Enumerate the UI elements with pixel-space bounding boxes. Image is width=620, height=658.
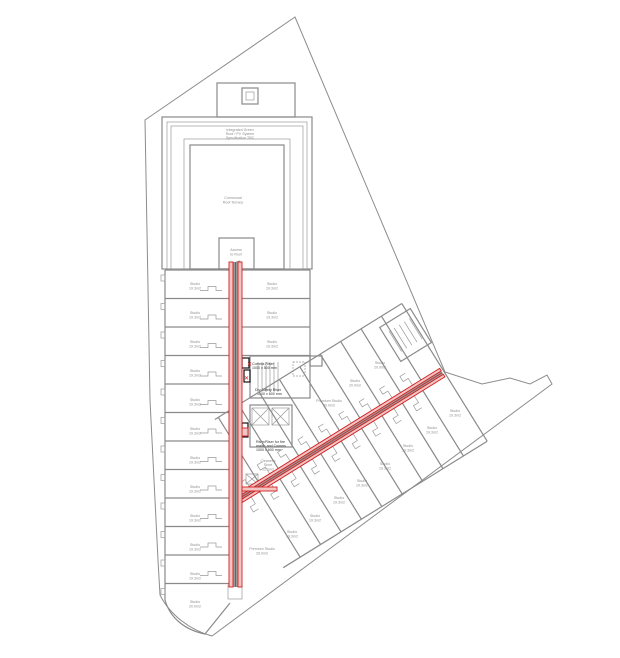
room-label-wing-area: 19.3m2 [402, 449, 414, 453]
room-label-wing-area: 20.0m2 [349, 384, 361, 388]
room-label-left-area: 19.3m2 [189, 374, 201, 378]
room-label-left-area: 19.3m2 [189, 490, 201, 494]
green-roof-label-2: Roof / PV System [226, 132, 254, 136]
room-label-left: Studio [190, 427, 200, 431]
room-label-left: Studio [190, 485, 200, 489]
room-label-right: Studio [267, 340, 277, 344]
room-label-wing: Studio [403, 444, 413, 448]
room-label-wing: Studio [357, 479, 367, 483]
riser-2-size: 1500 x 600 mm [257, 392, 282, 396]
room-label-wing: Studio [427, 426, 437, 430]
room-label-wing: Studio [375, 361, 385, 365]
room-label-wing-area: 19.3m2 [379, 467, 391, 471]
room-label-left: Studio [190, 340, 200, 344]
room-label-wing-area: 19.3m2 [449, 414, 461, 418]
room-label-right-area: 19.3m2 [266, 287, 278, 291]
room-label-right: Studio [267, 311, 277, 315]
riser-3-size: 1000 x 600 mm [256, 448, 281, 452]
room-label-right-area: 19.3m2 [266, 316, 278, 320]
svg-text:✕: ✕ [244, 376, 249, 382]
left-block [160, 269, 311, 635]
green-roof-label-3: Specification TBC [226, 136, 255, 140]
riser-3-label: Riser/Riser for fire [256, 440, 285, 444]
room-label-left: Studio [190, 572, 200, 576]
riser-3-label-2: mains and Comms [256, 444, 286, 448]
room-label-wing: Studio [350, 379, 360, 383]
main-corridor [228, 261, 278, 588]
lift-shafts [249, 404, 293, 448]
room-label-right: Studio [267, 282, 277, 286]
riser-2-label: Dry Safety Riser [255, 388, 282, 392]
room-label-left-area: 19.3m2 [189, 316, 201, 320]
room-label-wing-area: 30.0m2 [323, 404, 335, 408]
room-label-left: Studio [190, 456, 200, 460]
room-label-left-area: 19.3m2 [189, 548, 201, 552]
room-label-left: Studio [190, 600, 200, 604]
room-label-left-area: 19.3m2 [189, 345, 201, 349]
room-label-wing-area: 19.3m2 [426, 431, 438, 435]
site-boundary [144, 16, 553, 637]
room-label-wing: Studio [334, 496, 344, 500]
room-label-wing-area: 20.0m2 [374, 366, 386, 370]
room-label-wing: Premium Studio [249, 547, 275, 551]
branch-riser-run [241, 486, 278, 492]
access-label: Access [230, 248, 242, 252]
room-label-wing-area: 28.0m2 [256, 552, 268, 556]
wing-stair [378, 307, 433, 363]
room-label-left: Studio [190, 282, 200, 286]
room-label-wing: Studio [450, 409, 460, 413]
room-label-left-area: 19.3m2 [189, 432, 201, 436]
cleaners-store-label: Cleaner's [260, 459, 275, 463]
riser-1-size: 1000 x 500 mm [252, 366, 277, 370]
room-label-left: Studio [190, 369, 200, 373]
room-label-wing-area: 19.3m2 [286, 535, 298, 539]
room-label-left-area: 19.3m2 [189, 461, 201, 465]
diagonal-wing [214, 303, 488, 569]
room-label-left-area: 19.3m2 [189, 287, 201, 291]
room-label-left: Studio [190, 311, 200, 315]
cleaners-store-label-2: Store [264, 463, 273, 467]
room-label-left-area: 19.3m2 [189, 577, 201, 581]
terrace-label: Communal [224, 196, 242, 200]
room-label-wing-area: 19.3m2 [356, 484, 368, 488]
access-label-2: to Roof [230, 253, 242, 257]
green-roof-label: Integrated Green [226, 128, 253, 132]
room-label-left: Studio [190, 543, 200, 547]
terrace-label-2: Roof Terrace [223, 201, 244, 205]
room-label-wing: Studio [287, 530, 297, 534]
room-label-left: Studio [190, 398, 200, 402]
room-label-wing-area: 19.3m2 [309, 519, 321, 523]
room-label-wing: Studio [380, 462, 390, 466]
room-label-wing-area: 19.3m2 [333, 501, 345, 505]
room-label-left: Studio [190, 514, 200, 518]
room-label-left-area: 19.3m2 [189, 403, 201, 407]
svg-text:✕: ✕ [247, 362, 252, 368]
corridor-riser-run [228, 261, 234, 588]
room-label-left-area: 19.3m2 [189, 519, 201, 523]
room-label-left-area: 20.0m2 [189, 605, 201, 609]
room-label-wing: Studio [310, 514, 320, 518]
room-label-right-area: 19.3m2 [266, 345, 278, 349]
room-label-wing: Premium Studio [316, 399, 342, 403]
riser-1-label: Comms Riser [252, 362, 275, 366]
cleaners-store-area: 12.1m2 [262, 468, 274, 472]
rooflight [241, 87, 259, 105]
